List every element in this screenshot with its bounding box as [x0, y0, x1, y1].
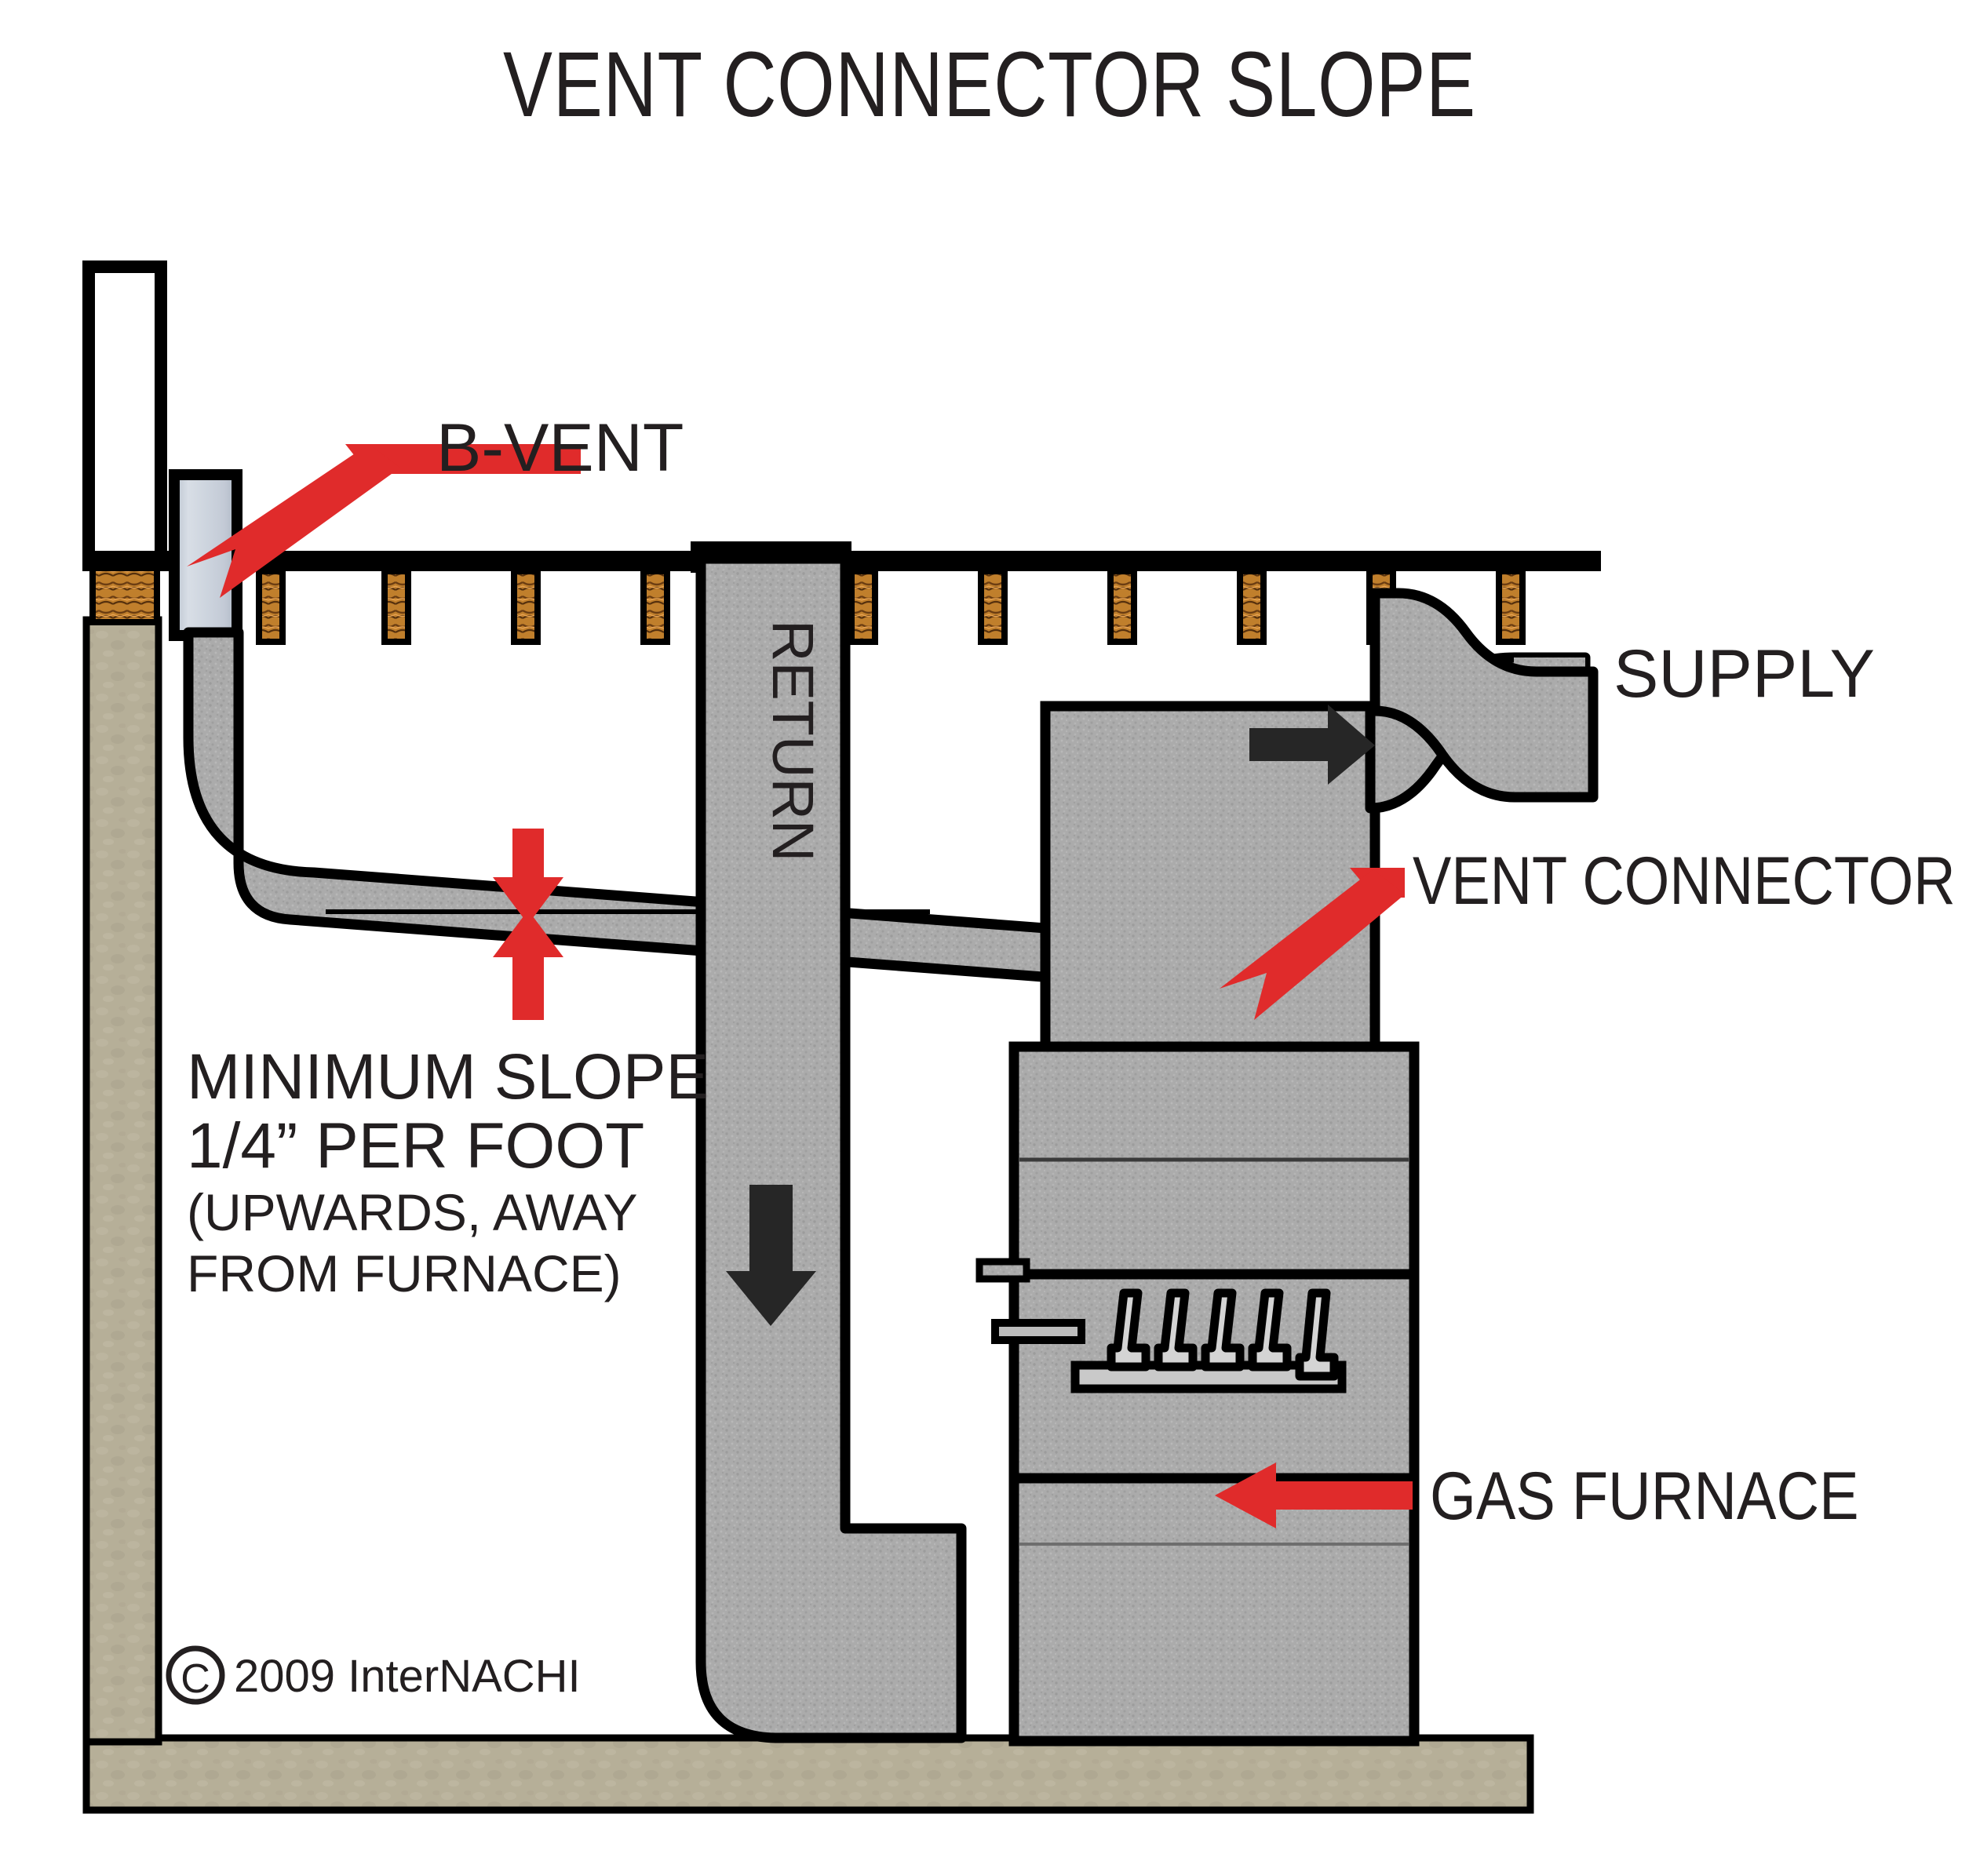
gas-valve-rod: [991, 1319, 1085, 1344]
b-vent-pipe: [169, 469, 242, 641]
b-vent-label: B-VENT: [436, 410, 684, 486]
joist: [256, 568, 286, 645]
foundation-wall: [82, 616, 162, 1746]
supply-label: SUPPLY: [1614, 636, 1875, 712]
gas-supply-stub: [975, 1258, 1030, 1283]
slope-note-line4: FROM FURNACE): [187, 1244, 622, 1302]
joist: [640, 568, 670, 645]
floor-slab: [82, 1734, 1534, 1814]
vent-connector-callout: [1220, 868, 1405, 1020]
vent-connector-label: VENT CONNECTOR: [1413, 843, 1956, 919]
gas-furnace-label: GAS FURNACE: [1430, 1459, 1859, 1535]
slope-arrow-down: [493, 829, 563, 924]
burner: [1201, 1288, 1245, 1371]
b-vent-callout: [187, 444, 581, 598]
joist: [1237, 568, 1267, 645]
copyright-text: 2009 InterNACHI: [234, 1651, 581, 1702]
return-air-duct: [691, 541, 967, 1743]
burner: [1107, 1288, 1150, 1371]
slope-note-line1: MINIMUM SLOPE: [187, 1041, 709, 1113]
joist: [1107, 568, 1137, 645]
return-flow-arrow: [726, 1185, 816, 1326]
joist: [978, 568, 1008, 645]
gas-furnace-callout: [1215, 1463, 1413, 1528]
slope-note-line3: (UPWARDS, AWAY: [187, 1183, 637, 1241]
copyright-symbol-letter: C: [180, 1656, 210, 1702]
supply-plenum: [1040, 701, 1380, 1057]
joist: [381, 568, 411, 645]
copyright-icon: [166, 1645, 225, 1705]
slope-dimension-arrows: [493, 829, 563, 1020]
burner: [1154, 1288, 1198, 1371]
return-duct-label: RETURN: [760, 620, 826, 862]
supply-duct-body: [1369, 588, 1599, 803]
copyright-notice: C 2009 InterNACHI: [166, 1645, 581, 1705]
exterior-wall-above-ceiling: [82, 260, 167, 571]
supply-flow-arrow: [1249, 705, 1375, 785]
slope-note-line2: 1/4” PER FOOT: [187, 1110, 644, 1182]
burner-assembly: [991, 1288, 1347, 1393]
joist: [1496, 568, 1526, 645]
burner: [1295, 1288, 1339, 1381]
slope-arrow-up: [493, 910, 563, 1020]
joist: [511, 568, 541, 645]
burner: [1248, 1288, 1292, 1371]
gas-furnace-cabinet: [975, 1041, 1420, 1747]
page-title: VENT CONNECTOR SLOPE: [503, 32, 1476, 137]
joist: [848, 568, 878, 645]
